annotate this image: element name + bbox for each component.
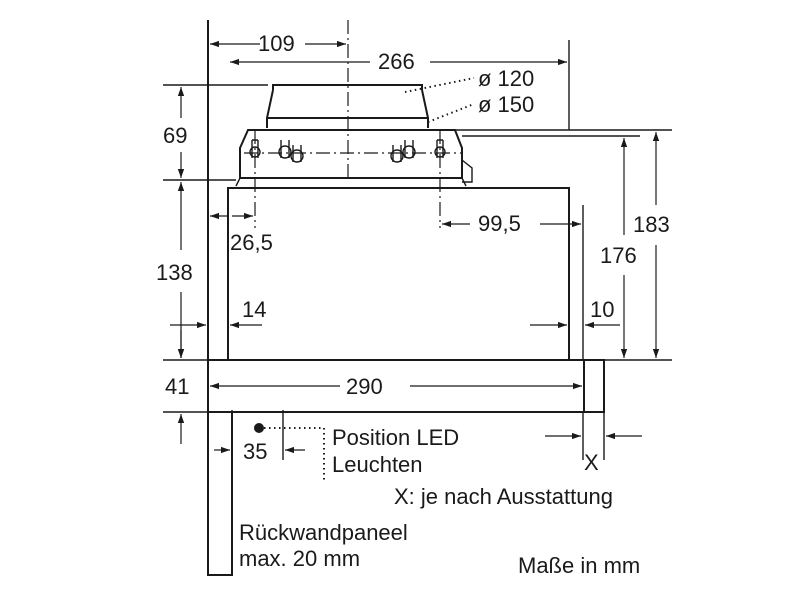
units-note: Maße in mm bbox=[518, 553, 640, 578]
motor-plate bbox=[239, 129, 463, 179]
label-35: 35 bbox=[243, 439, 267, 464]
label-99-5: 99,5 bbox=[478, 211, 521, 236]
dimension-labels: 109 266 ø 120 ø 150 69 183 176 26,5 99,5… bbox=[156, 31, 670, 475]
label-dia-120: ø 120 bbox=[478, 66, 534, 91]
extension-lines bbox=[163, 40, 672, 460]
led-position-dot bbox=[254, 423, 264, 433]
motor-bracket bbox=[461, 159, 473, 183]
front-trim bbox=[583, 359, 605, 413]
notes: Position LED Leuchten X: je nach Ausstat… bbox=[239, 425, 640, 578]
back-panel-label-2: max. 20 mm bbox=[239, 546, 360, 571]
x-note: X: je nach Ausstattung bbox=[394, 484, 613, 509]
label-14: 14 bbox=[242, 297, 266, 322]
label-69: 69 bbox=[163, 123, 187, 148]
back-wall-panel bbox=[207, 20, 233, 576]
label-138: 138 bbox=[156, 260, 193, 285]
motor-plate-bottom bbox=[235, 177, 467, 187]
label-10: 10 bbox=[590, 297, 614, 322]
dia-120-leader bbox=[404, 77, 475, 93]
back-panel-label: Rückwandpaneel bbox=[239, 520, 408, 545]
label-41: 41 bbox=[165, 374, 189, 399]
led-leader bbox=[264, 427, 325, 480]
led-position-label-2: Leuchten bbox=[332, 452, 423, 477]
label-dia-150: ø 150 bbox=[478, 92, 534, 117]
label-109: 109 bbox=[258, 31, 295, 56]
label-266: 266 bbox=[378, 49, 415, 74]
dimension-lines bbox=[170, 44, 660, 454]
dia-150-leader bbox=[427, 103, 475, 123]
exhaust-collar bbox=[272, 84, 423, 90]
hood-geometry bbox=[207, 20, 605, 576]
label-290: 290 bbox=[346, 374, 383, 399]
label-183: 183 bbox=[633, 212, 670, 237]
led-position-label: Position LED bbox=[332, 425, 459, 450]
label-26-5: 26,5 bbox=[230, 230, 273, 255]
label-x: X bbox=[584, 450, 599, 475]
label-176: 176 bbox=[600, 243, 637, 268]
